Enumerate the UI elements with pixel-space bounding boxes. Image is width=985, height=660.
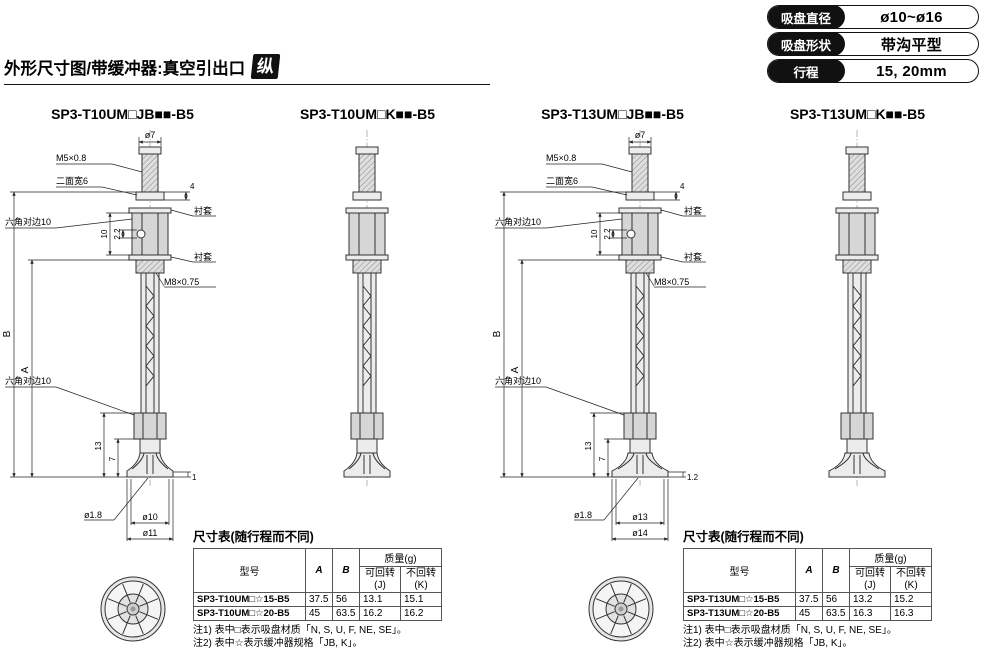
bottom-view-t10 [100,576,166,642]
dimension-annotations: ø7 M5×0.8 二面宽6 4 衬套 六角对边10 10 2. [492,130,706,541]
model-title-t13-k: SP3-T13UM□K■■-B5 [789,106,926,122]
dim-dia-pad: ø13 [632,512,648,522]
pad-bottom-view [588,576,654,642]
col-rotatable: 可回转(J) [849,566,891,593]
spec-value-shape: 带沟平型 [880,36,943,54]
dimension-table: 型号 A B 质量(g) 可回转(J) 不回转(K) SP3-T10UM□☆15… [193,548,442,621]
dim-4: 4 [190,182,195,191]
part-geometry [611,130,669,486]
dimension-drawing-t13-jb: ø7 M5×0.8 二面宽6 4 衬套 六角对边10 10 2. [492,130,706,541]
dim-lip: 1 [192,473,197,482]
label-hex-top: 六角对边10 [495,216,541,227]
dim-flat-width: 二面宽6 [546,175,578,186]
spec-value-stroke: 15, 20mm [876,62,947,80]
dim-dia-top: ø7 [145,130,156,140]
spec-label-shape: 吸盘形状 [768,33,845,55]
label-bushing-1: 衬套 [684,205,702,216]
col-mass: 质量(g) [849,548,932,567]
label-bushing-2: 衬套 [684,251,702,262]
dim-thread-mid: M8×0.75 [654,277,689,287]
col-model: 型号 [683,548,796,593]
part-geometry [343,130,391,486]
dim-7: 7 [108,456,117,461]
label-hex-bottom: 六角对边10 [495,375,541,386]
dim-lip: 1.2 [687,473,699,482]
bottom-view-t13 [588,576,654,642]
label-hex-bottom: 六角对边10 [5,375,51,386]
table-notes: 注1) 表中□表示吸盘材质「N, S, U, F, NE, SE」。 注2) 表… [683,624,939,650]
spec-row-diameter: 吸盘直径 ø10~ø16 [767,5,979,29]
plain-drawing-t13-k [828,130,886,486]
model-title-t10-k: SP3-T10UM□K■■-B5 [299,106,436,122]
dimension-annotations: ø7 M5×0.8 二面宽6 4 衬套 六角对边10 10 2. [2,130,216,541]
dimension-table-t10: 尺寸表(随行程而不同) 型号 A B 质量(g) 可回转(J) 不回转(K) S… [193,526,449,650]
table-row: SP3-T13UM□☆20-B5 45 63.5 16.3 16.3 [683,606,932,621]
dim-dia-hole: ø1.8 [574,510,592,520]
spec-label-stroke: 行程 [768,60,845,82]
dim-dia-rim: ø11 [143,528,158,538]
note-1: 注1) 表中□表示吸盘材质「N, S, U, F, NE, SE」。 [193,625,407,636]
table-row: SP3-T10UM□☆20-B5 45 63.5 16.2 16.2 [193,606,442,621]
dimension-drawing-t10-jb: ø7 M5×0.8 二面宽6 4 衬套 六角对边10 10 2. [2,130,216,541]
dimension-table-t13: 尺寸表(随行程而不同) 型号 A B 质量(g) 可回转(J) 不回转(K) S… [683,526,939,650]
spec-value-diameter: ø10~ø16 [880,8,943,26]
spec-box: 吸盘直径 ø10~ø16 吸盘形状 带沟平型 行程 15, 20mm [767,5,979,83]
part-geometry [828,130,886,486]
dim-a: A [20,366,31,373]
col-model: 型号 [193,548,306,593]
label-bushing-1: 衬套 [194,205,212,216]
page-title-row: 外形尺寸图/带缓冲器:真空引出口 纵 [4,54,490,85]
part-geometry [126,130,174,486]
dim-4: 4 [680,182,685,191]
dim-thread-top: M5×0.8 [56,153,86,163]
table-notes: 注1) 表中□表示吸盘材质「N, S, U, F, NE, SE」。 注2) 表… [193,624,449,650]
dimension-table: 型号 A B 质量(g) 可回转(J) 不回转(K) SP3-T13UM□☆15… [683,548,932,621]
model-title-t13-jb: SP3-T13UM□JB■■-B5 [541,106,684,122]
model-title-t10-jb: SP3-T10UM□JB■■-B5 [51,106,194,122]
table-row: SP3-T13UM□☆15-B5 37.5 56 13.2 15.2 [683,592,932,607]
table-title: 尺寸表(随行程而不同) [193,530,314,544]
dim-a: A [510,366,521,373]
spec-row-shape: 吸盘形状 带沟平型 [767,32,979,56]
col-non-rotatable: 不回转(K) [890,566,932,593]
dim-b: B [2,330,13,337]
label-bushing-2: 衬套 [194,251,212,262]
page-title: 外形尺寸图/带缓冲器:真空引出口 [4,59,246,78]
dim-b: B [492,330,503,337]
table-title: 尺寸表(随行程而不同) [683,530,804,544]
note-1: 注1) 表中□表示吸盘材质「N, S, U, F, NE, SE」。 [683,625,897,636]
spec-label-diameter: 吸盘直径 [768,6,845,28]
col-b: B [822,548,850,593]
dim-13: 13 [94,441,103,450]
dim-dia-rim: ø14 [632,528,648,538]
note-2: 注2) 表中☆表示缓冲器规格「JB, K」。 [683,638,853,649]
table-row: SP3-T10UM□☆15-B5 37.5 56 13.1 15.1 [193,592,442,607]
col-a: A [795,548,823,593]
dim-2-2: 2.2 [603,228,612,240]
spec-row-stroke: 行程 15, 20mm [767,59,979,83]
dim-flat-width: 二面宽6 [56,175,88,186]
dim-dia-pad: ø10 [142,512,158,522]
dim-13: 13 [584,441,593,450]
plain-drawing-t10-k [343,130,391,486]
col-rotatable: 可回转(J) [359,566,401,593]
dim-thread-top: M5×0.8 [546,153,576,163]
dim-10: 10 [590,229,599,238]
dim-dia-hole: ø1.8 [84,510,102,520]
col-a: A [305,548,333,593]
label-hex-top: 六角对边10 [5,216,51,227]
pad-bottom-view [100,576,166,642]
note-2: 注2) 表中☆表示缓冲器规格「JB, K」。 [193,638,363,649]
dim-7: 7 [598,456,607,461]
col-mass: 质量(g) [359,548,442,567]
orientation-badge: 纵 [250,54,281,79]
col-b: B [332,548,360,593]
dim-10: 10 [100,229,109,238]
dim-2-2: 2.2 [113,228,122,240]
dim-thread-mid: M8×0.75 [164,277,199,287]
col-non-rotatable: 不回转(K) [400,566,442,593]
dim-dia-top: ø7 [635,130,646,140]
